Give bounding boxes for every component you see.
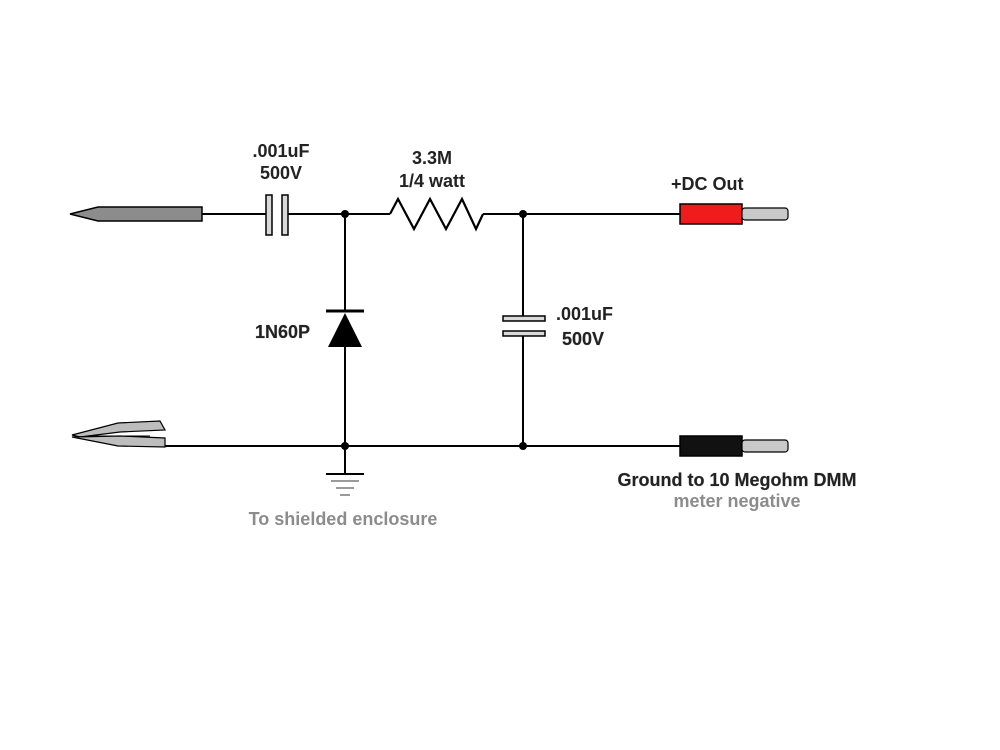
- output-capacitor-symbol: [502, 315, 546, 337]
- input-cap-voltage-label: 500V: [260, 163, 302, 183]
- ground-icon: [326, 473, 364, 496]
- circuit-wires: [165, 213, 680, 474]
- resistor-value-label: 3.3M: [412, 148, 452, 168]
- output-cap-voltage-label: 500V: [562, 329, 604, 349]
- resistor-symbol: [389, 196, 484, 232]
- ground-output-label-line2: meter negative: [673, 491, 800, 511]
- diode-part-label: 1N60P: [255, 322, 310, 342]
- resistor-power-label: 1/4 watt: [399, 171, 465, 191]
- input-cap-value-label: .001uF: [252, 141, 309, 161]
- probe-tip-icon: [69, 206, 203, 222]
- alligator-clip-icon: [71, 420, 166, 448]
- junction-dots: [341, 210, 527, 450]
- positive-plug-icon: [679, 203, 789, 225]
- output-cap-value-label: .001uF: [556, 304, 613, 324]
- ground-enclosure-label: To shielded enclosure: [249, 509, 438, 529]
- diode-symbol: [326, 309, 364, 347]
- negative-plug-icon: [679, 435, 789, 457]
- ground-output-label: Ground to 10 Megohm DMM: [618, 470, 857, 490]
- input-capacitor-symbol: [265, 194, 289, 236]
- positive-output-label: +DC Out: [671, 174, 744, 194]
